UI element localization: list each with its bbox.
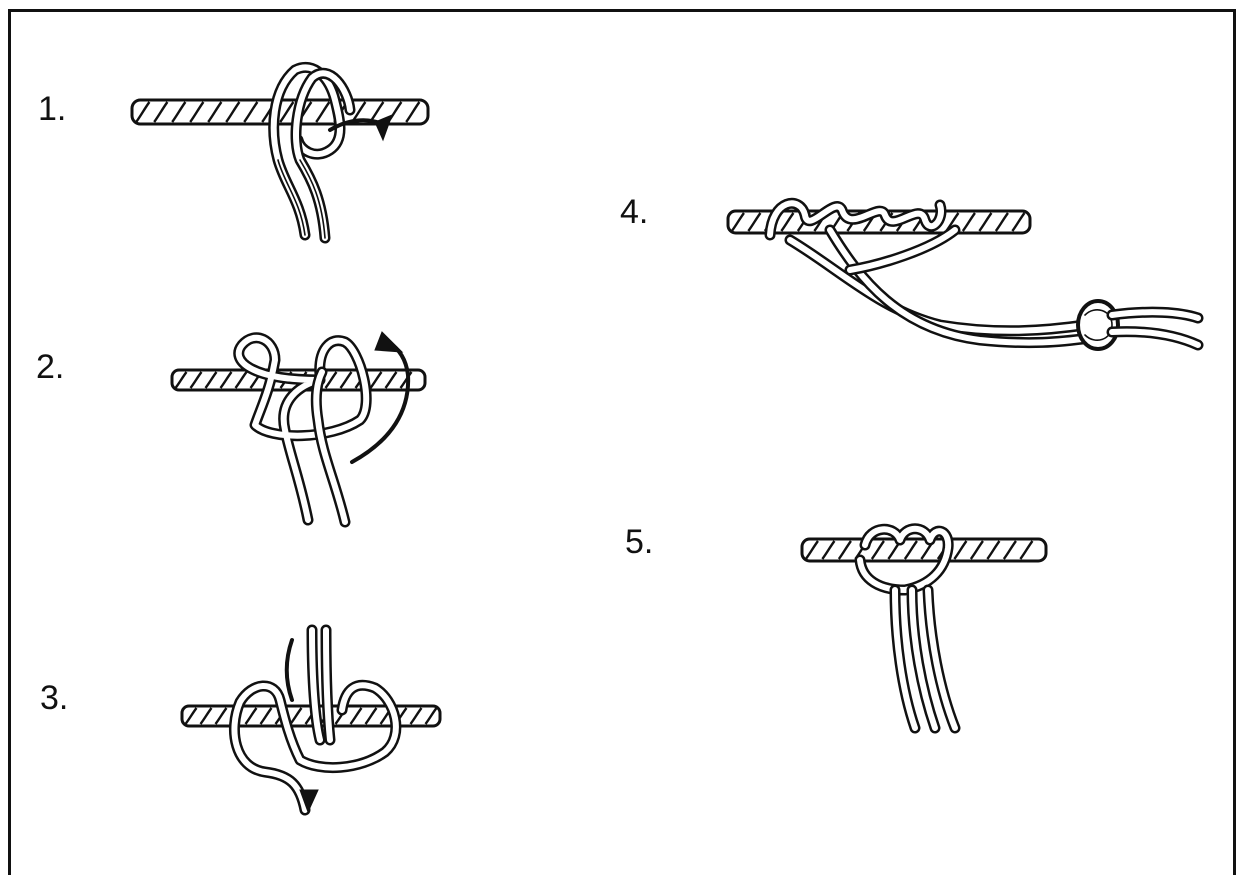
step-4-figure xyxy=(728,203,1198,349)
rope xyxy=(802,539,1046,561)
step-1-figure xyxy=(132,67,428,238)
step-5-figure xyxy=(802,529,1046,728)
step-2-figure xyxy=(172,332,425,522)
step-3-figure xyxy=(182,630,440,812)
